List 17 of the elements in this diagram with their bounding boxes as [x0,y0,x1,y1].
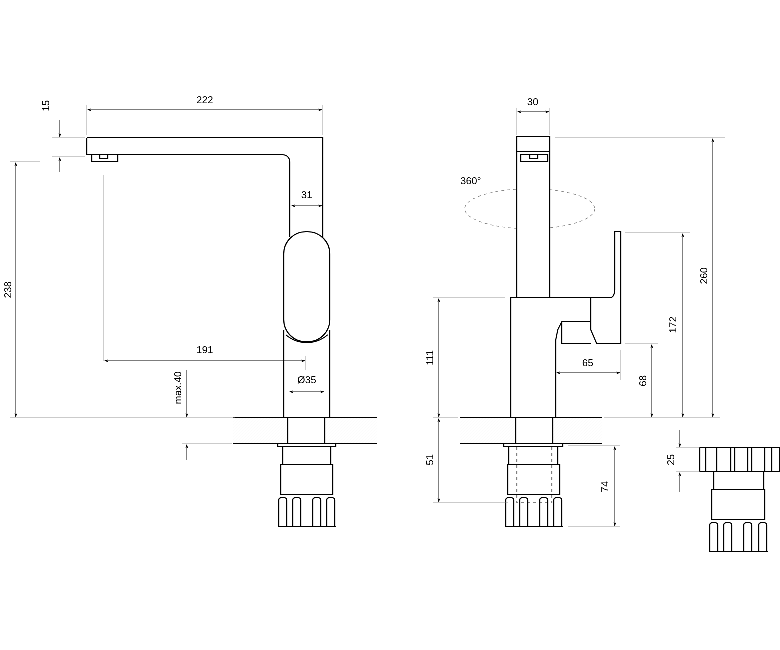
dimension-label: 65 [582,359,594,367]
dimension-label: 360° [461,177,481,185]
dimension-label: 74 [602,482,608,492]
dimension-label: 30 [528,98,538,106]
dimension-label: 25 [667,454,675,466]
dimension-label: 260 [700,268,708,284]
dimension-label: 222 [197,96,213,104]
dimension-label: 15 [42,100,50,111]
dimension-label: 191 [197,346,213,354]
dimension-label: Ø35 [298,376,316,384]
dimension-label: 172 [670,317,676,333]
dimension-label: 31 [302,191,312,199]
dimension-label: max.40 [174,372,182,404]
dimension-label: 111 [426,350,434,365]
dimension-label: 68 [639,376,647,386]
dimension-label: 238 [4,282,12,298]
dimension-label: 51 [426,454,434,466]
